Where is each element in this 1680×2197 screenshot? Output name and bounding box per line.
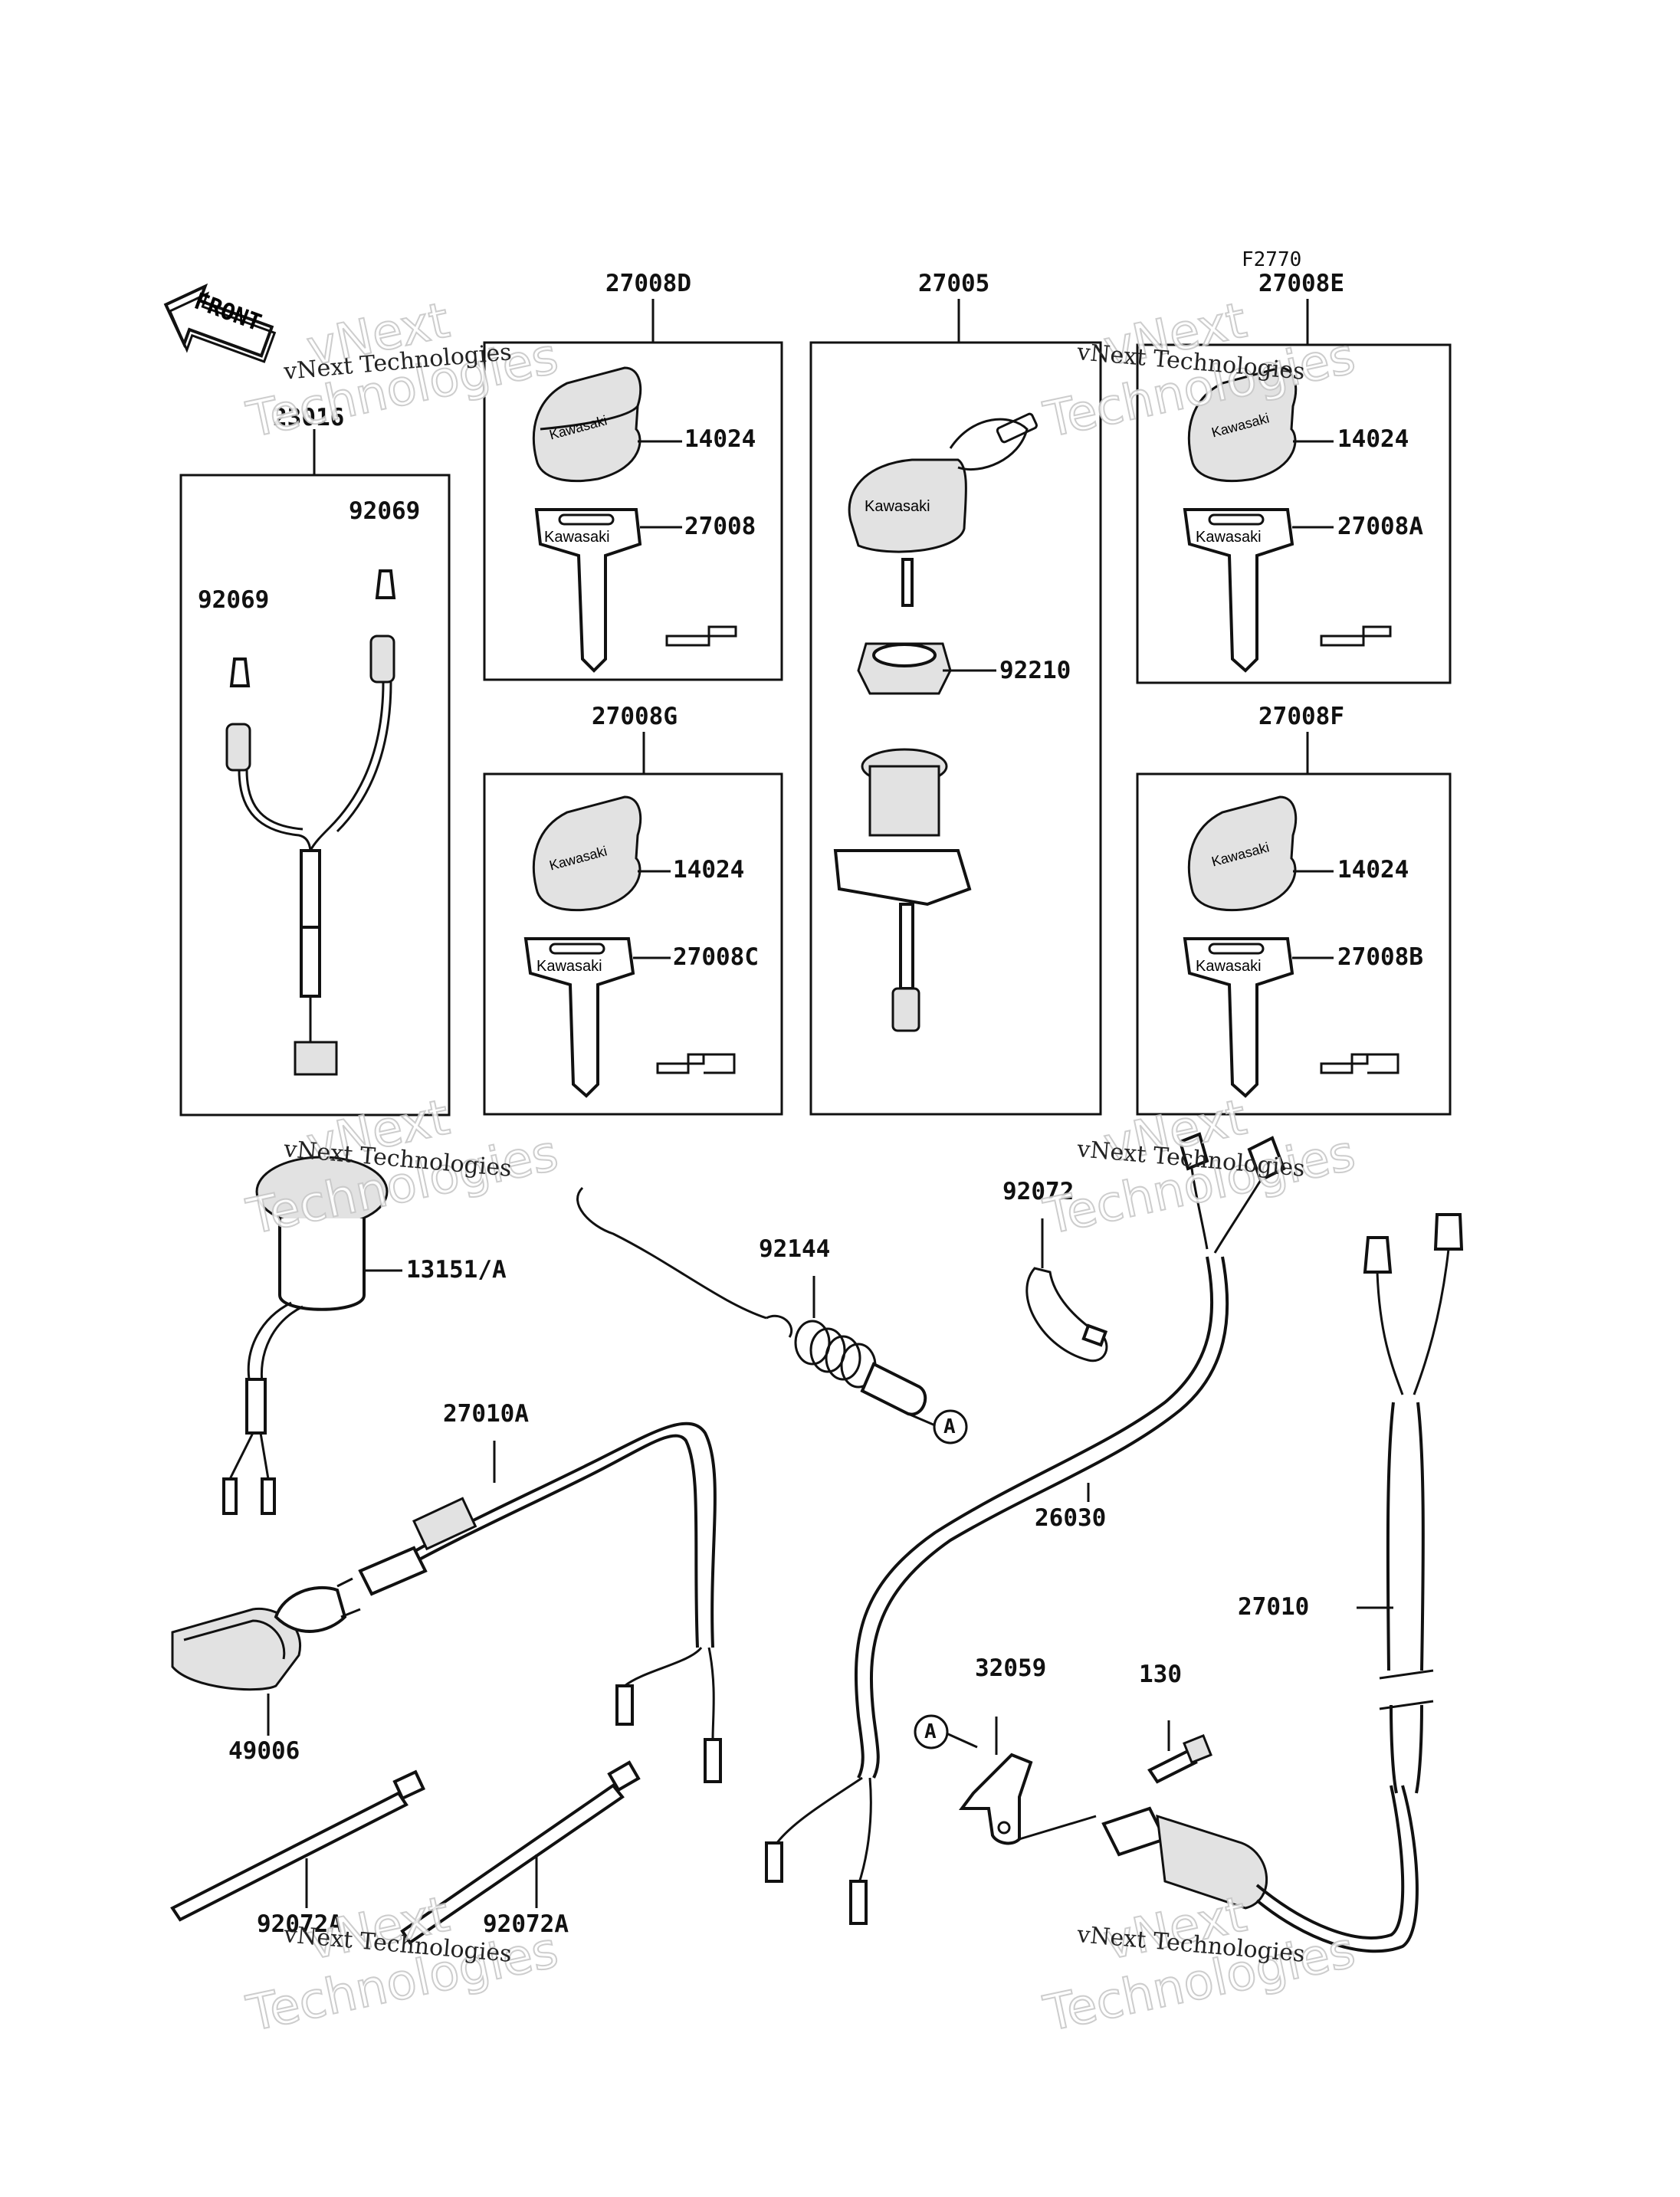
key-27008 [534,508,642,673]
ref-label-a1: A [943,1415,956,1438]
ref-circle-a2 [914,1714,949,1749]
cable-27010A [358,1421,722,1783]
label-14024-e: 14024 [1337,425,1409,453]
switch-brand: Kawasaki [865,498,930,515]
switch-27010 [1101,1785,1419,1953]
label-27008C: 27008C [673,943,759,971]
box-27008F [1136,772,1452,1116]
clamp-92072 [1025,1267,1108,1362]
cable-27010 [1363,1213,1464,1794]
label-130: 130 [1139,1661,1182,1688]
tie-92072A-1 [170,1769,425,1922]
bolt-130 [1147,1734,1212,1784]
label-14024-g: 14024 [673,856,745,884]
bulb-harness-23016 [225,569,396,1076]
knob-14024-f [1187,795,1298,912]
key-code-symbol [665,625,737,647]
key-27008B [1183,937,1294,1098]
label-27005: 27005 [918,270,990,297]
ignition-switch-27005 [833,412,1038,1032]
label-27008: 27008 [684,513,756,540]
label-32059: 32059 [975,1654,1047,1682]
knob-14024-e [1187,366,1298,483]
key-brand-27008: Kawasaki [544,529,610,546]
label-27008B: 27008B [1337,943,1423,971]
label-92069-b: 92069 [198,586,270,614]
label-92072A-1: 92072A [257,1910,343,1938]
key-27008A [1183,508,1294,673]
box-27008G [483,772,783,1116]
label-26030: 26030 [1035,1504,1107,1532]
box-23016 [179,474,451,1117]
label-27008E: 27008E [1258,270,1344,297]
label-14024-d: 14024 [684,425,756,453]
boot-49006 [171,1577,361,1691]
knob-14024-g [532,795,642,912]
key-code-symbol-e [1320,625,1392,647]
knob-14024-d [532,366,642,483]
key-brand-27008C: Kawasaki [536,958,602,975]
key-brand-27008B: Kawasaki [1196,958,1262,975]
box-27005 [809,341,1102,1116]
key-27008C [523,937,635,1098]
label-27010: 27010 [1238,1593,1310,1621]
label-14024-f: 14024 [1337,856,1409,884]
tie-92072A-2 [400,1760,641,1945]
spring-92144 [576,1186,927,1416]
bracket-32059 [959,1753,1033,1845]
ref-label-a2: A [924,1720,937,1743]
label-13151-A: 13151/A [406,1256,507,1284]
label-27008F: 27008F [1258,703,1344,730]
label-27008A: 27008A [1337,513,1423,540]
box-27008D [483,341,783,681]
label-92072: 92072 [1002,1178,1075,1205]
box-27008E [1136,343,1452,684]
key-code-symbol-f [1320,1053,1399,1074]
label-92144: 92144 [759,1235,831,1263]
label-49006: 49006 [228,1737,300,1765]
label-92210: 92210 [999,657,1071,684]
harness-26030 [765,1132,1286,1925]
label-27010A: 27010A [443,1400,529,1428]
indicator-lamp-13151 [222,1156,389,1515]
label-23016: 23016 [273,404,345,431]
label-27008G: 27008G [592,703,678,730]
label-27008D: 27008D [605,270,691,297]
label-92069-a: 92069 [349,497,421,525]
front-arrow-icon [163,283,277,363]
figure-code: F2770 [1242,248,1302,271]
key-code-symbol-g [656,1053,736,1074]
ref-circle-a1 [933,1409,968,1444]
key-brand-27008A: Kawasaki [1196,529,1262,546]
label-92072A-2: 92072A [483,1910,569,1938]
